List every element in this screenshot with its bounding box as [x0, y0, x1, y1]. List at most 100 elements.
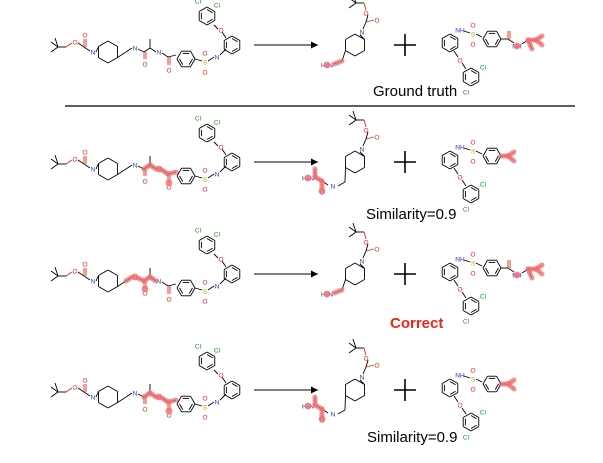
bond — [450, 263, 458, 268]
bond — [232, 381, 240, 386]
bond — [497, 260, 502, 268]
bond — [199, 138, 207, 143]
atom-s: S — [203, 177, 208, 184]
bond — [78, 272, 84, 276]
bond — [454, 396, 458, 402]
bond — [199, 21, 207, 26]
atom-s: S — [203, 60, 208, 67]
atom-o: O — [470, 140, 475, 147]
atom-cl: Cl — [480, 294, 487, 301]
highlight-bond — [168, 172, 176, 174]
highlight-atom — [156, 394, 163, 401]
atom-cl: Cl — [463, 319, 470, 326]
highlight-atom — [166, 180, 173, 187]
atom-s: S — [203, 289, 208, 296]
atom-n: N — [133, 46, 138, 53]
bond — [108, 386, 118, 392]
bond — [84, 47, 90, 51]
atom-n: N — [91, 395, 96, 402]
bond — [363, 139, 366, 146]
bond — [462, 292, 466, 298]
atom-o: O — [374, 18, 379, 25]
bond — [476, 379, 482, 382]
atom-o: O — [202, 70, 207, 77]
atom-o: O — [202, 280, 207, 287]
bond — [191, 176, 196, 184]
bond — [232, 279, 240, 284]
bond — [177, 176, 182, 184]
atom-o: O — [142, 407, 147, 414]
highlight-atom — [142, 286, 149, 293]
bond — [224, 279, 232, 284]
bond — [363, 251, 366, 258]
atom-o: O — [374, 363, 379, 370]
bond — [98, 41, 108, 47]
reaction-row-3: OONNONOSOONOClClOONH₂NNHSOONHOClCl — [51, 223, 542, 326]
bond — [366, 365, 374, 367]
atom-o: O — [202, 299, 207, 306]
bond — [464, 376, 470, 378]
bond — [207, 250, 215, 255]
bond — [66, 388, 72, 392]
bond — [126, 393, 132, 397]
reaction-row-2: OONNONOSOONOClClOONNOH₂NNHSOOOClCl — [51, 111, 514, 214]
atom-n: N — [157, 50, 162, 57]
bond — [442, 48, 450, 53]
atom-o: O — [374, 135, 379, 142]
bond — [364, 232, 366, 239]
bond — [471, 68, 479, 73]
bond — [66, 272, 72, 276]
bond — [118, 397, 126, 403]
atom-n: N — [331, 412, 336, 419]
atom-o: O — [218, 257, 223, 264]
bond — [483, 148, 488, 156]
atom-n: N — [91, 279, 96, 286]
atom-cl: Cl — [195, 344, 202, 351]
bond — [463, 311, 471, 316]
atom-o: O — [166, 68, 171, 75]
bond — [497, 268, 502, 276]
bond — [177, 59, 182, 67]
bond — [366, 249, 374, 251]
bond — [471, 82, 479, 87]
bond — [162, 282, 168, 286]
bond — [450, 34, 458, 39]
bond — [195, 288, 202, 290]
bond — [84, 276, 90, 280]
atom-nh: NH — [455, 145, 465, 152]
atom-o: O — [470, 271, 475, 278]
bond — [232, 153, 240, 158]
bond — [345, 396, 355, 402]
atom-cl: Cl — [214, 348, 221, 355]
bond — [497, 39, 502, 47]
bond — [345, 34, 355, 40]
arrow-head — [311, 387, 318, 394]
atom-nh: NH — [455, 373, 465, 380]
bond — [98, 386, 108, 392]
bond — [98, 287, 108, 293]
bond — [471, 297, 479, 302]
bond — [463, 82, 471, 87]
bond — [108, 158, 118, 164]
atom-o: O — [72, 157, 77, 164]
highlight-bond — [168, 400, 176, 402]
bond — [454, 280, 458, 286]
bond — [345, 379, 355, 385]
reaction-row-1: OONNONOSOONOClClOONH₂NNHSOONHOClCl — [51, 0, 542, 97]
atom-o: O — [166, 297, 171, 304]
highlight-atom — [319, 188, 326, 195]
bond — [483, 39, 488, 47]
row-1-caption: Ground truth — [373, 83, 457, 100]
atom-n: N — [215, 284, 220, 291]
bond — [471, 185, 479, 190]
bond — [442, 393, 450, 398]
row-3-caption: Correct — [390, 315, 443, 332]
bond — [126, 165, 132, 169]
bond — [476, 263, 482, 266]
bond — [108, 41, 118, 47]
atom-o: O — [72, 269, 77, 276]
bond — [84, 164, 90, 168]
bond — [450, 379, 458, 384]
atom-o: O — [218, 28, 223, 35]
